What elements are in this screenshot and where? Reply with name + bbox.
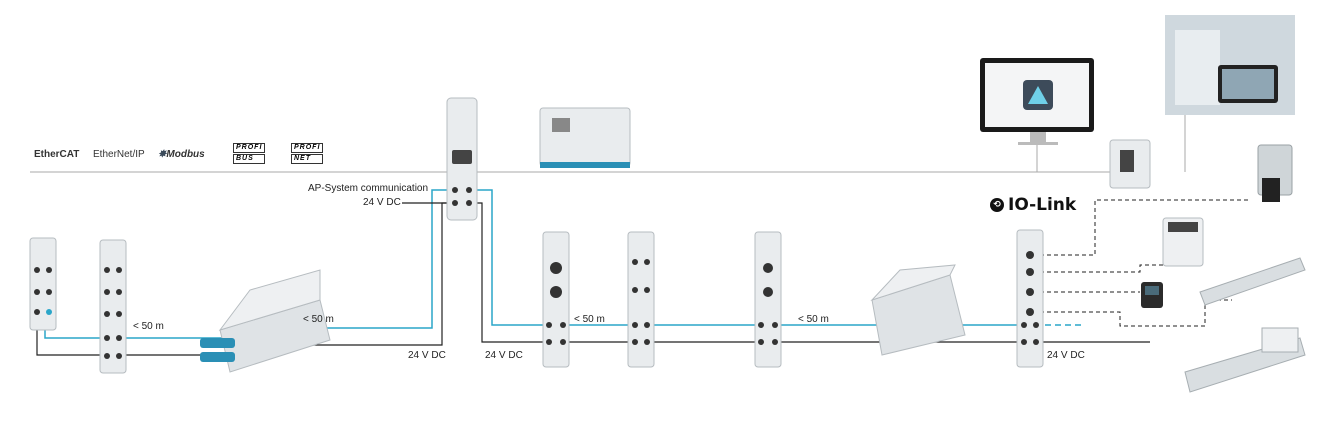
ap-gateway-module — [446, 97, 478, 221]
iolink-text: IO-Link — [1008, 195, 1077, 215]
pressure-sensor-device — [1141, 282, 1163, 308]
monitor-hmi — [980, 58, 1094, 145]
controller-cpx — [539, 107, 631, 168]
modbus-star-icon: ✸ — [158, 149, 167, 160]
power-label-bottom-2: 24 V DC — [485, 350, 523, 361]
ethernetip-text: EtherNet/IP — [93, 149, 145, 160]
iolink-lines — [1040, 199, 1248, 327]
profinet-bottom-text: NET — [291, 154, 324, 164]
edge-controller-device — [1109, 139, 1151, 189]
valve-terminal-left — [200, 269, 331, 373]
ethernetip-logo: EtherNet/IP — [93, 149, 145, 160]
distance-label-mid: < 50 m — [574, 314, 605, 325]
profibus-top-text: PROFI — [233, 143, 266, 153]
io-module-3 — [542, 231, 570, 368]
power-label-bottom-1: 24 V DC — [408, 350, 446, 361]
electric-cylinder-device — [1199, 257, 1306, 306]
motor-controller-device — [1162, 217, 1204, 267]
distance-label-right: < 50 m — [798, 314, 829, 325]
io-module-5 — [754, 231, 782, 368]
iolink-icon: ⟲ — [990, 198, 1004, 212]
valve-terminal-right — [870, 264, 966, 356]
profibus-logo: PROFI BUS — [233, 143, 266, 164]
iolink-master-module — [1016, 229, 1044, 368]
iolink-logo: ⟲ IO-Link — [990, 195, 1076, 215]
tablet-machine-photo — [1165, 15, 1295, 115]
modbus-logo: ✸Modbus — [158, 149, 205, 160]
distance-label-left: < 50 m — [133, 321, 164, 332]
io-module-2 — [99, 239, 127, 374]
modbus-text: Modbus — [166, 149, 205, 160]
profinet-logo: PROFI NET — [291, 143, 324, 164]
linear-axis-device — [1184, 327, 1306, 393]
power-lines — [36, 202, 1150, 356]
power-label-bottom-3: 24 V DC — [1047, 350, 1085, 361]
profibus-bottom-text: BUS — [233, 154, 266, 164]
ethercat-logo: EtherCAT — [34, 149, 79, 160]
profinet-top-text: PROFI — [291, 143, 324, 153]
electric-gripper-device — [1257, 144, 1293, 202]
power-label-top: 24 V DC — [363, 197, 401, 208]
distance-label-mid-left: < 50 m — [303, 314, 334, 325]
ethercat-text: EtherCAT — [34, 149, 80, 160]
io-module-1 — [29, 237, 57, 331]
io-module-4 — [627, 231, 655, 368]
ap-system-label: AP-System communication — [308, 183, 429, 194]
